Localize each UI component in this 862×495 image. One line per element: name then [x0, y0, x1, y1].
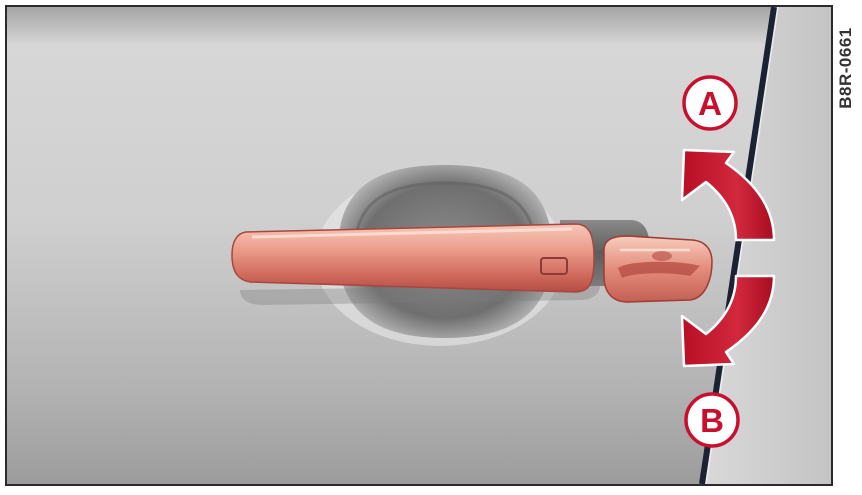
figure-code-label: B8R-0661	[831, 6, 861, 130]
key-icon	[604, 236, 712, 302]
door-handle	[232, 224, 594, 292]
callout-a-letter: A	[698, 85, 722, 122]
figure-code-text: B8R-0661	[836, 27, 856, 109]
callout-a: A	[684, 77, 736, 129]
callout-b: B	[686, 394, 738, 446]
callout-b-letter: B	[700, 402, 724, 439]
